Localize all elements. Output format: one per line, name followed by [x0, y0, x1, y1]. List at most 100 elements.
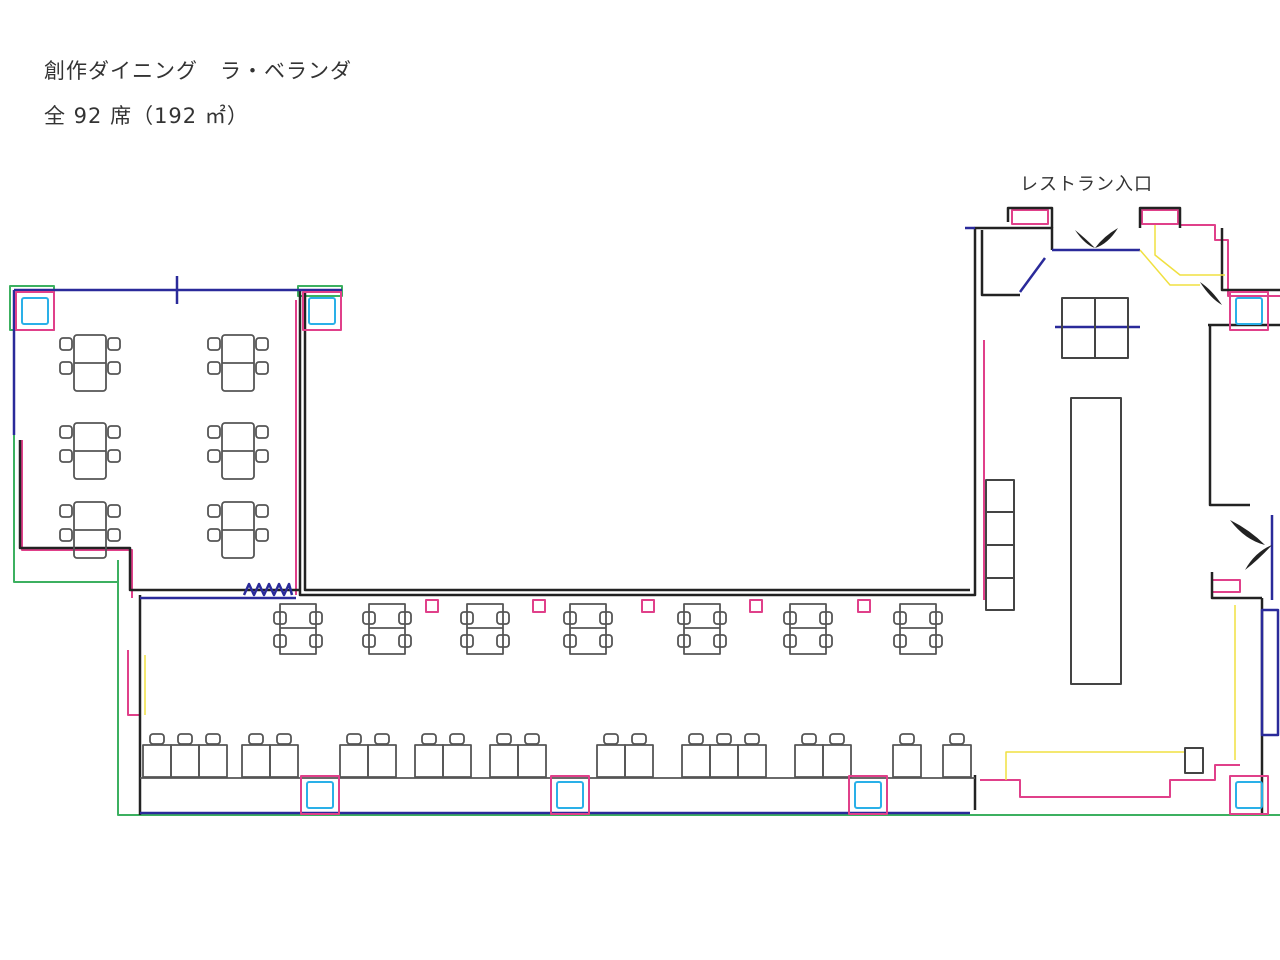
chair [713, 611, 727, 625]
chair [893, 634, 907, 648]
counter-seat [942, 733, 972, 778]
column-casing [300, 775, 340, 815]
chair [496, 634, 510, 648]
chair [107, 504, 121, 518]
chair [207, 449, 221, 463]
column-core [556, 781, 584, 809]
counter-table [822, 744, 852, 778]
table [466, 603, 504, 655]
chair [599, 611, 613, 625]
stool [374, 733, 390, 745]
counter-table [596, 744, 626, 778]
stool [801, 733, 817, 745]
chair [563, 611, 577, 625]
chair [398, 634, 412, 648]
stool [688, 733, 704, 745]
counter-table [414, 744, 444, 778]
counter-seat [822, 733, 852, 778]
table-set [59, 422, 121, 480]
counter-seat [794, 733, 824, 778]
chair [893, 611, 907, 625]
counter-table [442, 744, 472, 778]
counter-seat [624, 733, 654, 778]
column [15, 291, 55, 331]
counter-table [198, 744, 228, 778]
column [300, 775, 340, 815]
table-set [677, 603, 727, 655]
partition-lines [21, 209, 1280, 798]
column-casing [1229, 775, 1269, 815]
counter-table [709, 744, 739, 778]
table-set [563, 603, 613, 655]
chair [273, 634, 287, 648]
column-core [1235, 297, 1263, 325]
counter-table [737, 744, 767, 778]
yellow-lines [144, 225, 1236, 780]
stool [205, 733, 221, 745]
chair [59, 425, 73, 439]
stool [276, 733, 292, 745]
stool [177, 733, 193, 745]
table-set [207, 422, 269, 480]
stool [346, 733, 362, 745]
chair [398, 611, 412, 625]
counter-seat [170, 733, 200, 778]
table-set [893, 603, 943, 655]
seat-capacity: 全 92 席（192 ㎡） [44, 104, 249, 128]
chair [309, 634, 323, 648]
table-set [207, 334, 269, 392]
stool [149, 733, 165, 745]
stool [248, 733, 264, 745]
counter-seat [241, 733, 271, 778]
counter-seat [198, 733, 228, 778]
stool [631, 733, 647, 745]
stool [449, 733, 465, 745]
chair [107, 449, 121, 463]
stool [421, 733, 437, 745]
window-lines [12, 226, 1280, 815]
chair [255, 425, 269, 439]
chair [59, 361, 73, 375]
door-swings [1075, 228, 1272, 570]
chair [309, 611, 323, 625]
chair [59, 528, 73, 542]
column-casing [848, 775, 888, 815]
counter-seat [709, 733, 739, 778]
table-set [460, 603, 510, 655]
counter-table [892, 744, 922, 778]
chair [255, 528, 269, 542]
column [550, 775, 590, 815]
chair [460, 611, 474, 625]
table-set [59, 501, 121, 559]
chair [207, 504, 221, 518]
chair [273, 611, 287, 625]
restaurant-title: 創作ダイニング ラ・ベランダ [44, 59, 352, 83]
chair [59, 504, 73, 518]
counter-seat [596, 733, 626, 778]
column-casing [1229, 291, 1269, 331]
chair [255, 504, 269, 518]
chair [59, 337, 73, 351]
table [569, 603, 607, 655]
table-set [207, 501, 269, 559]
stool [829, 733, 845, 745]
chair [783, 611, 797, 625]
column [1229, 775, 1269, 815]
counter-table [367, 744, 397, 778]
chair [59, 449, 73, 463]
counter-table [142, 744, 172, 778]
walls [18, 206, 1280, 815]
table-set [59, 334, 121, 392]
chair [207, 425, 221, 439]
stool [899, 733, 915, 745]
table-set [362, 603, 412, 655]
counter-seat [489, 733, 519, 778]
counter-seat [737, 733, 767, 778]
chair [255, 361, 269, 375]
stool [603, 733, 619, 745]
chair [496, 611, 510, 625]
chair [929, 634, 943, 648]
chair [713, 634, 727, 648]
counter-seat [414, 733, 444, 778]
